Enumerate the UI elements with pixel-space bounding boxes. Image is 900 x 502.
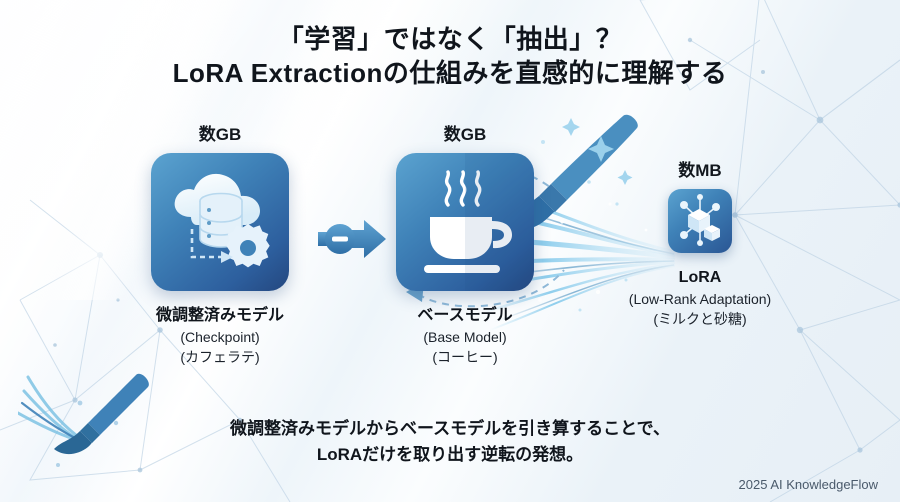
lora-caption-main: LoRA — [678, 269, 722, 286]
title-line-1: 「学習」ではなく「抽出」？ — [277, 24, 623, 54]
summary-note-line-1: 微調整済みモデルからベースモデルを引き算することで、 — [230, 419, 670, 438]
cloud-database-gear-icon[interactable] — [151, 153, 289, 291]
node-graph-cubes-icon[interactable] — [668, 189, 732, 253]
title-line-2: LoRA Extractionの仕組みを直感的に理解する — [172, 58, 728, 89]
base-model-caption-sub: (Base Model) — [423, 328, 507, 345]
minus-arrow-icon — [318, 216, 390, 262]
checkpoint-caption-sub2: (カフェラテ) — [180, 348, 260, 365]
node-base-model[interactable]: 数GB ベースモデ — [345, 120, 585, 367]
base-model-size-label: 数GB — [443, 125, 487, 144]
diagram-stage: 数GB — [0, 114, 900, 400]
base-model-caption: ベースモデル (Base Model) (コーヒー) — [345, 305, 585, 367]
page-title: 「学習」ではなく「抽出」？ LoRA Extractionの仕組みを直感的に理解… — [0, 22, 900, 91]
lora-caption: LoRA (Low-Rank Adaptation) (ミルクと砂糖) — [585, 267, 815, 329]
base-model-caption-sub2: (コーヒー) — [432, 348, 498, 365]
footer-credit: 2025 AI KnowledgeFlow — [738, 477, 878, 492]
lora-caption-sub2: (ミルクと砂糖) — [653, 310, 747, 327]
checkpoint-caption: 微調整済みモデル (Checkpoint) (カフェラテ) — [100, 305, 340, 367]
node-checkpoint[interactable]: 数GB — [100, 120, 340, 367]
checkpoint-caption-sub: (Checkpoint) — [180, 328, 260, 345]
summary-note: 微調整済みモデルからベースモデルを引き算することで、 LoRAだけを取り出す逆転… — [0, 416, 900, 469]
lora-size-label: 数MB — [678, 161, 722, 180]
checkpoint-size-label: 数GB — [198, 125, 242, 144]
summary-note-line-2: LoRAだけを取り出す逆転の発想。 — [316, 445, 584, 465]
checkpoint-caption-main: 微調整済みモデル — [155, 307, 284, 324]
node-lora[interactable]: 数MB — [585, 156, 815, 329]
coffee-cup-icon[interactable] — [396, 153, 534, 291]
base-model-caption-main: ベースモデル — [417, 307, 513, 324]
lora-caption-sub: (Low-Rank Adaptation) — [628, 290, 772, 307]
